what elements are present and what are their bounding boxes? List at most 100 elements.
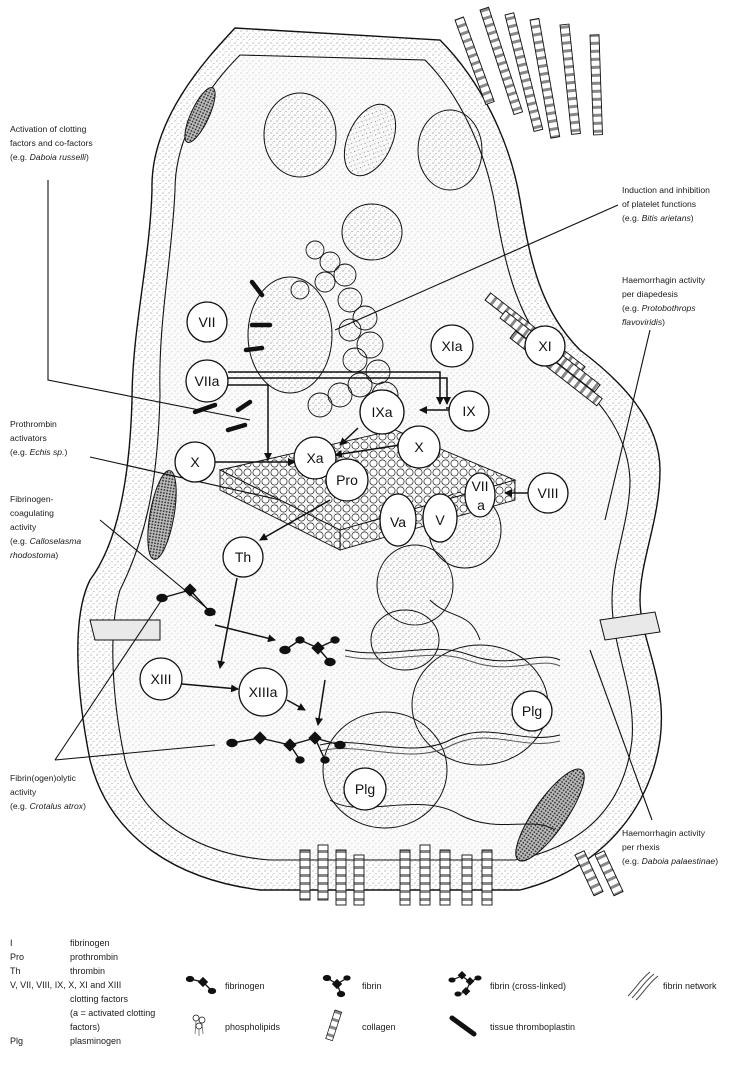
factor-nodes: VII VIIa XIa XI IXa IX X X Xa Pro VIII V… bbox=[139, 301, 569, 811]
legend-fibrin: fibrin bbox=[322, 974, 382, 998]
annotation-rhexis: Haemorrhagin activity per rhexis (e.g. D… bbox=[622, 828, 718, 866]
svg-text:Haemorrhagin activity: Haemorrhagin activity bbox=[622, 828, 706, 838]
factor-viia-membrane: VII a bbox=[464, 472, 496, 518]
svg-text:Xa: Xa bbox=[306, 450, 323, 466]
legend-fibrin-crosslinked: fibrin (cross-linked) bbox=[448, 970, 566, 997]
svg-text:fibrinogen: fibrinogen bbox=[225, 981, 265, 991]
svg-text:plasminogen: plasminogen bbox=[70, 1036, 121, 1046]
erythrocyte bbox=[263, 92, 337, 178]
factor-x-right: X bbox=[397, 425, 441, 469]
annotation-platelet: Induction and inhibition of platelet fun… bbox=[622, 185, 710, 223]
svg-text:V: V bbox=[435, 512, 445, 528]
factor-va: Va bbox=[379, 493, 417, 547]
svg-text:(e.g. Crotalus atrox): (e.g. Crotalus atrox) bbox=[10, 801, 86, 811]
fibrin-network-icon bbox=[627, 971, 659, 1001]
erythrocyte bbox=[370, 609, 440, 671]
svg-text:Fibrinogen-: Fibrinogen- bbox=[10, 494, 54, 504]
svg-text:(a = activated clotting: (a = activated clotting bbox=[70, 1008, 155, 1018]
svg-text:(e.g. Calloselasma: (e.g. Calloselasma bbox=[10, 536, 81, 546]
erythrocyte bbox=[247, 276, 333, 394]
svg-text:prothrombin: prothrombin bbox=[70, 952, 118, 962]
endothelial-nucleus bbox=[515, 768, 585, 862]
pointer-platelet bbox=[334, 204, 619, 331]
svg-text:Fibrin(ogen)olytic: Fibrin(ogen)olytic bbox=[10, 773, 77, 783]
svg-text:(e.g. Echis sp.): (e.g. Echis sp.) bbox=[10, 447, 67, 457]
fibrin-icon bbox=[322, 974, 351, 998]
factor-xa: Xa bbox=[293, 436, 337, 480]
svg-text:fibrin network: fibrin network bbox=[663, 981, 717, 991]
svg-text:I: I bbox=[10, 938, 13, 948]
erythrocyte bbox=[417, 109, 483, 191]
legend-fibrin-network: fibrin network bbox=[627, 971, 717, 1001]
factor-v: V bbox=[422, 493, 458, 543]
svg-text:Pro: Pro bbox=[10, 952, 24, 962]
annotation-diapedesis: Haemorrhagin activity per diapedesis (e.… bbox=[622, 275, 706, 327]
svg-text:flavoviridis): flavoviridis) bbox=[622, 317, 665, 327]
pointer-clotting bbox=[47, 180, 251, 421]
svg-text:VIIa: VIIa bbox=[195, 373, 220, 389]
svg-text:tissue thromboplastin: tissue thromboplastin bbox=[490, 1022, 575, 1032]
plasminogen-2: Plg bbox=[343, 767, 387, 811]
svg-text:(e.g. Daboia russelli): (e.g. Daboia russelli) bbox=[10, 152, 89, 162]
arrow-viia-to-ix bbox=[228, 371, 444, 405]
svg-text:XIIIa: XIIIa bbox=[249, 684, 278, 700]
svg-text:(e.g. Bitis arietans): (e.g. Bitis arietans) bbox=[622, 213, 694, 223]
svg-text:XIII: XIII bbox=[150, 671, 171, 687]
endothelial-nucleus bbox=[147, 470, 177, 560]
arrow-ixa-to-xa bbox=[339, 427, 359, 446]
tissue-thromboplastin-icon bbox=[449, 1015, 477, 1037]
factor-th: Th bbox=[222, 536, 264, 578]
svg-text:activity: activity bbox=[10, 522, 37, 532]
svg-text:Prothrombin: Prothrombin bbox=[10, 419, 57, 429]
collagen-icon bbox=[325, 1009, 343, 1042]
svg-text:phospholipids: phospholipids bbox=[225, 1022, 281, 1032]
svg-text:Th: Th bbox=[235, 549, 251, 565]
svg-text:Plg: Plg bbox=[10, 1036, 23, 1046]
vessel-cut-edge bbox=[599, 611, 661, 641]
svg-text:IXa: IXa bbox=[371, 404, 392, 420]
svg-text:a: a bbox=[477, 497, 485, 513]
fibrin-molecules bbox=[156, 583, 346, 764]
svg-text:factors): factors) bbox=[70, 1022, 100, 1032]
svg-text:coagulating: coagulating bbox=[10, 508, 54, 518]
svg-text:per rhexis: per rhexis bbox=[622, 842, 660, 852]
svg-text:VIII: VIII bbox=[537, 485, 558, 501]
erythrocyte bbox=[341, 203, 403, 261]
svg-text:(e.g. Protobothrops: (e.g. Protobothrops bbox=[622, 303, 696, 313]
factor-pro: Pro bbox=[325, 458, 369, 502]
symbol-legend: fibrinogen fibrin fibrin (cross-linked) bbox=[185, 970, 717, 1042]
svg-text:collagen: collagen bbox=[362, 1022, 396, 1032]
svg-text:activity: activity bbox=[10, 787, 37, 797]
fibrinogen-molecule bbox=[156, 583, 216, 617]
factor-ix: IX bbox=[448, 390, 490, 432]
pointer-fibrinolytic-a bbox=[54, 594, 166, 761]
annotation-prothrombin: Prothrombin activators (e.g. Echis sp.) bbox=[10, 419, 67, 457]
erythrocyte bbox=[343, 103, 397, 177]
arrow-pro-to-th bbox=[259, 499, 331, 541]
svg-text:fibrin (cross-linked): fibrin (cross-linked) bbox=[490, 981, 566, 991]
svg-text:(e.g. Daboia palaestinae): (e.g. Daboia palaestinae) bbox=[622, 856, 718, 866]
plasminogen-1: Plg bbox=[511, 690, 553, 732]
fibrin-crosslinked-molecule bbox=[226, 731, 346, 764]
arrow-xiii-to-xiiia bbox=[181, 683, 239, 693]
pointer-fibrinolytic-b bbox=[54, 744, 216, 761]
vessel-cut-edge bbox=[89, 619, 161, 641]
svg-text:per diapedesis: per diapedesis bbox=[622, 289, 678, 299]
svg-text:factors and co-factors: factors and co-factors bbox=[10, 138, 93, 148]
arrow-th-to-xiiia bbox=[217, 577, 238, 669]
svg-text:of platelet functions: of platelet functions bbox=[622, 199, 696, 209]
svg-text:fibrinogen: fibrinogen bbox=[70, 938, 110, 948]
reaction-arrows bbox=[181, 371, 528, 726]
arrow-fibrin-to-crosslink bbox=[315, 679, 326, 726]
collagen-fibre bbox=[299, 844, 624, 906]
legend-tissue-thromboplastin: tissue thromboplastin bbox=[449, 1015, 575, 1037]
fibrinogen-icon bbox=[185, 975, 217, 995]
pointer-rhexis bbox=[589, 649, 653, 821]
endothelial-nucleus bbox=[184, 87, 216, 143]
factor-viia: VIIa bbox=[185, 359, 229, 403]
pointer-fibrinogen bbox=[99, 519, 216, 616]
factor-viii: VIII bbox=[527, 472, 569, 514]
svg-text:Pro: Pro bbox=[336, 472, 358, 488]
